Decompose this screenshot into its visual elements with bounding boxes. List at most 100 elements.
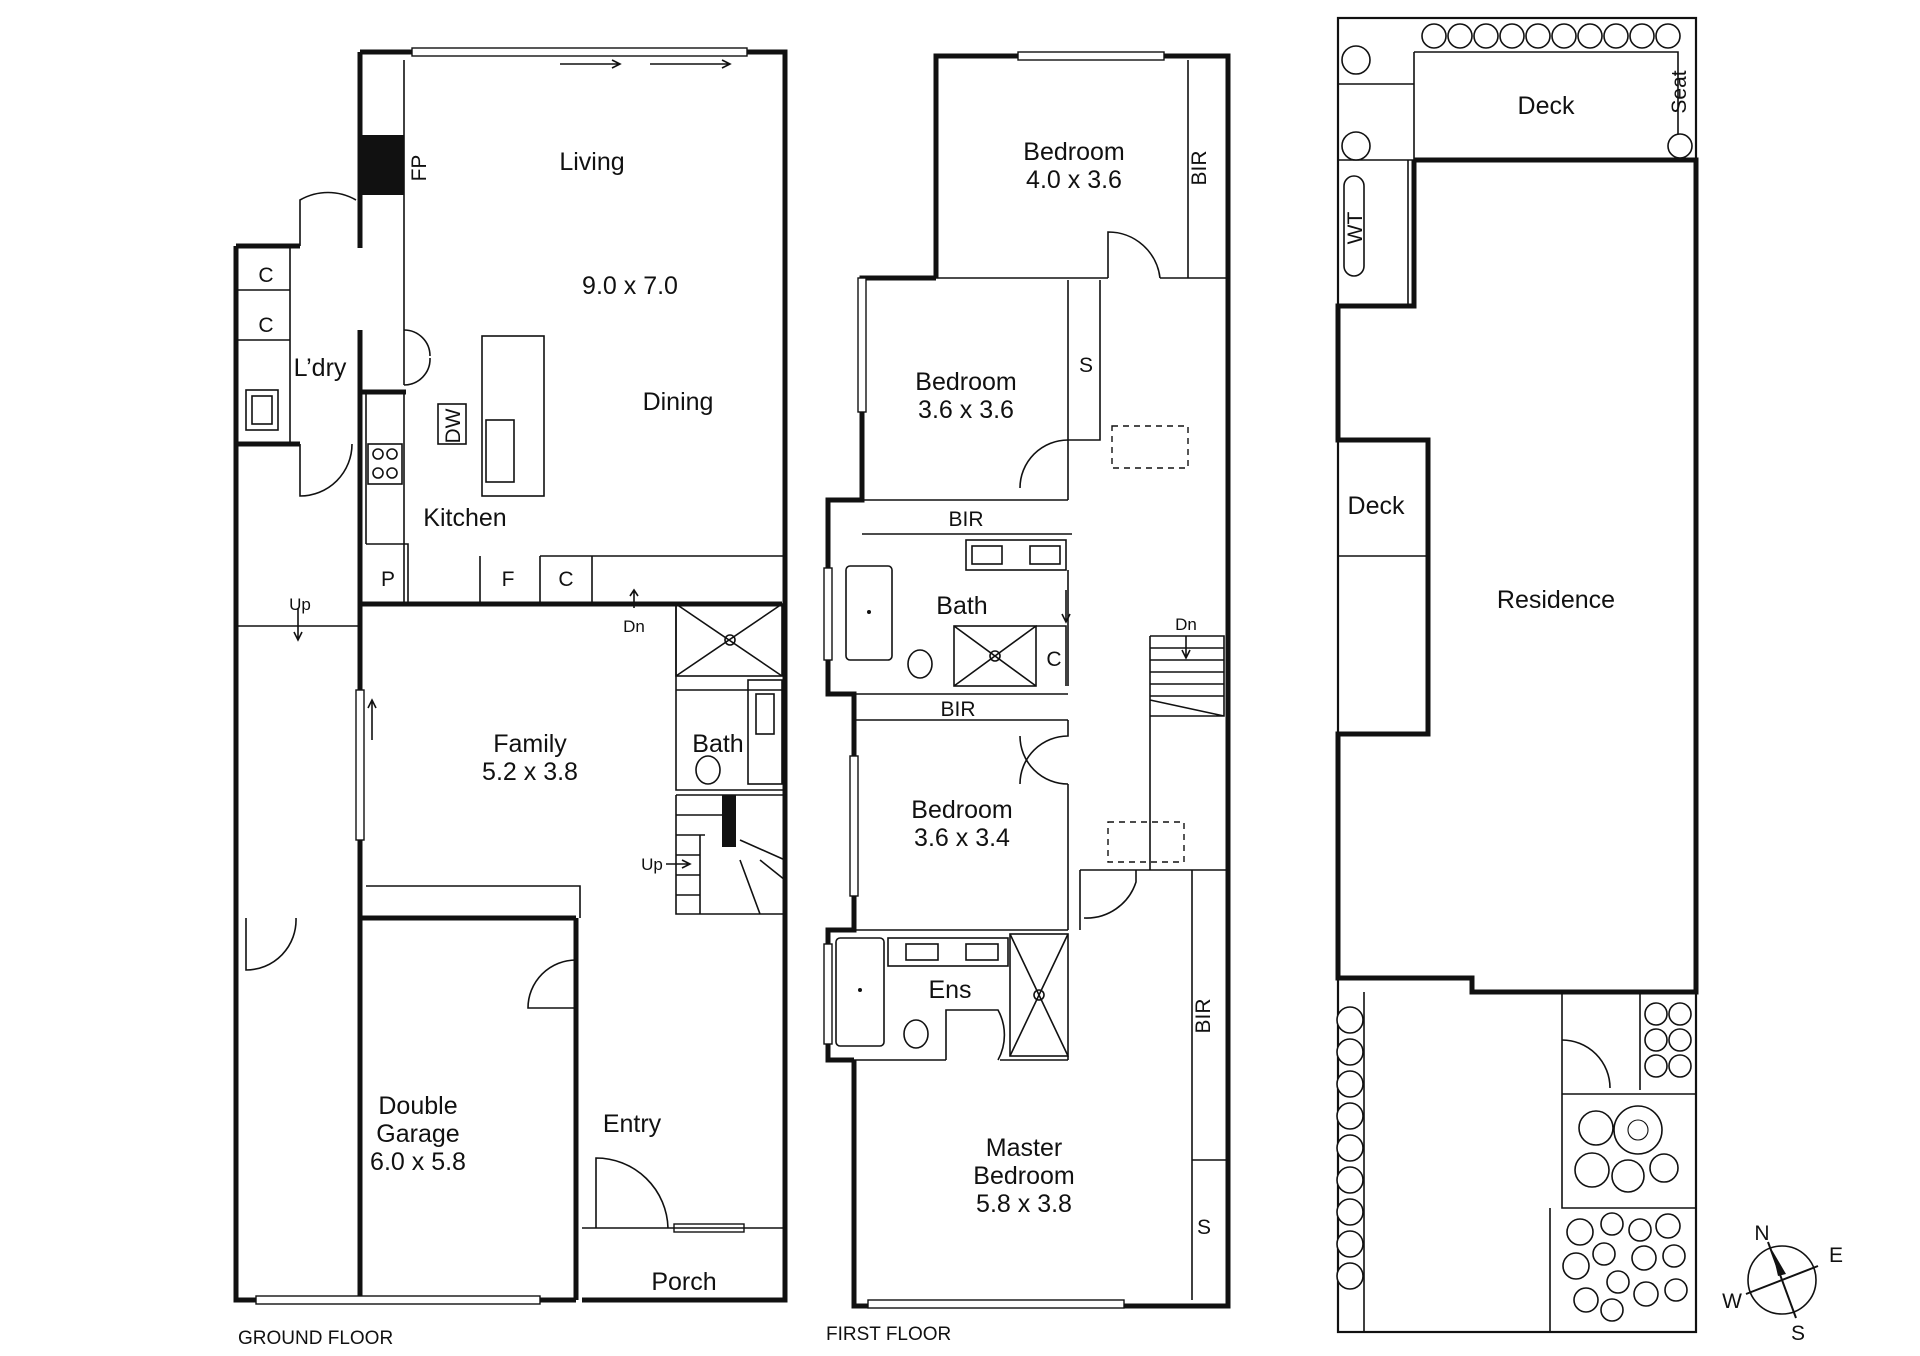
bedroom-top-window <box>1017 51 1165 61</box>
bedroom-3-window <box>849 755 859 897</box>
bir-3-label: BIR <box>940 698 975 721</box>
shrub <box>1664 1278 1688 1302</box>
ground-shower <box>675 603 783 677</box>
site-plan: Deck Seat WT Deck Residence <box>1335 16 1699 1334</box>
laundry-double-door <box>403 329 431 386</box>
bedroom-2-door <box>1019 439 1069 489</box>
shrub <box>1574 1152 1610 1188</box>
ensuite-label: Ens <box>928 976 971 1004</box>
side-deck-label: Deck <box>1348 492 1405 520</box>
water-tank-label: WT <box>1344 212 1367 245</box>
bir-top-label: BIR <box>1188 150 1211 185</box>
family-label: Family <box>493 730 567 758</box>
stairs-up-arrow <box>666 859 692 869</box>
laundry-door-top <box>299 191 357 246</box>
fridge-label: F <box>502 568 515 591</box>
bedroom-top-label: Bedroom <box>1023 138 1124 166</box>
bedroom-3-dims: 3.6 x 3.4 <box>914 824 1010 852</box>
ensuite-bath <box>835 937 885 1047</box>
top-hedge <box>1341 23 1693 161</box>
bedroom-3-label: Bedroom <box>911 796 1012 824</box>
ground-floor-plan: Living 9.0 x 7.0 Dining Kitchen L’dry Fa… <box>233 47 788 1349</box>
shrub <box>1336 1134 1364 1162</box>
bedroom-2-label: Bedroom <box>915 368 1016 396</box>
cooktop-burner <box>372 467 384 479</box>
compass-n: N <box>1754 1222 1769 1245</box>
vanity-basin <box>971 545 1003 565</box>
shrub <box>1655 1213 1681 1239</box>
back-door <box>1561 1039 1611 1089</box>
shrub <box>1644 1028 1668 1052</box>
dn-arrow-ground <box>629 588 639 608</box>
shrub <box>1600 1212 1624 1236</box>
stair-wall-block <box>722 795 736 847</box>
shrub <box>1631 1245 1657 1271</box>
first-bath-partition <box>828 570 1069 695</box>
fireplace-label: FP <box>408 155 431 182</box>
shrub <box>1633 1281 1659 1307</box>
shower-drain <box>989 650 1001 662</box>
garage-door <box>255 1295 541 1305</box>
living-window <box>411 47 748 57</box>
seat-label: Seat <box>1668 70 1691 113</box>
garage-label-line2: Garage <box>376 1120 459 1148</box>
shrub <box>1336 1262 1364 1290</box>
compass-ring <box>1747 1245 1817 1315</box>
family-bench <box>366 885 581 918</box>
first-floor-plan: Bedroom 4.0 x 3.6 BIR Bedroom 3.6 x 3.6 … <box>823 51 1231 1345</box>
shrub <box>1668 1002 1692 1026</box>
vanity-basin <box>965 943 999 961</box>
master-label-line1: Master <box>986 1134 1062 1162</box>
garage-entry-door <box>527 959 577 1009</box>
kitchen-island <box>481 335 545 497</box>
cooktop-burner <box>386 448 398 460</box>
cooktop-burner <box>386 467 398 479</box>
bedroom-2-window <box>857 277 867 413</box>
family-window <box>355 689 365 841</box>
side-path-up-label: Up <box>289 595 311 614</box>
cupboard-2-label: C <box>258 314 273 337</box>
shrub <box>1341 45 1371 75</box>
shrub <box>1336 1102 1364 1130</box>
residence-label: Residence <box>1497 586 1615 614</box>
hallway-bir-partition <box>1079 869 1228 1161</box>
master-window <box>867 1299 1125 1309</box>
first-bathtub <box>845 565 893 661</box>
master-dims: 5.8 x 3.8 <box>976 1190 1072 1218</box>
shrub <box>1336 1166 1364 1194</box>
entry-door <box>595 1157 669 1229</box>
laundry-label: L’dry <box>294 354 347 382</box>
top-deck-outline <box>1338 51 1679 161</box>
sliding-door-arrows <box>560 59 732 69</box>
bir-2-label: BIR <box>948 508 983 531</box>
shrub <box>1644 1054 1668 1078</box>
shrub <box>1336 1230 1364 1258</box>
shrub <box>1668 1028 1692 1052</box>
kitchen-label: Kitchen <box>423 504 506 532</box>
compass-e: E <box>1829 1244 1843 1267</box>
first-floor-caption: FIRST FLOOR <box>826 1324 951 1345</box>
ground-stairs <box>675 794 786 915</box>
garage-label-line1: Double <box>378 1092 457 1120</box>
ground-bath-walls <box>675 604 785 791</box>
laundry-door-bottom <box>299 443 353 497</box>
shrub <box>1606 1270 1630 1294</box>
compass-east-west-line <box>1745 1265 1819 1295</box>
shrub <box>1644 1002 1668 1026</box>
skylight-1 <box>1111 425 1189 469</box>
bir-master-label: BIR <box>1192 998 1215 1033</box>
store-1-label: S <box>1079 354 1093 377</box>
store-2-label: S <box>1197 1216 1211 1239</box>
compass-s: S <box>1791 1322 1805 1345</box>
shrub <box>1655 23 1681 49</box>
shrub <box>1573 1287 1599 1313</box>
shrub <box>1649 1153 1679 1183</box>
shrub <box>1667 133 1693 159</box>
shrub <box>1577 23 1603 49</box>
shrub <box>1613 1105 1663 1155</box>
shower-cross <box>1009 933 1069 1057</box>
shrub <box>1600 1298 1624 1322</box>
shrub <box>1473 23 1499 49</box>
fireplace-block <box>360 135 404 195</box>
